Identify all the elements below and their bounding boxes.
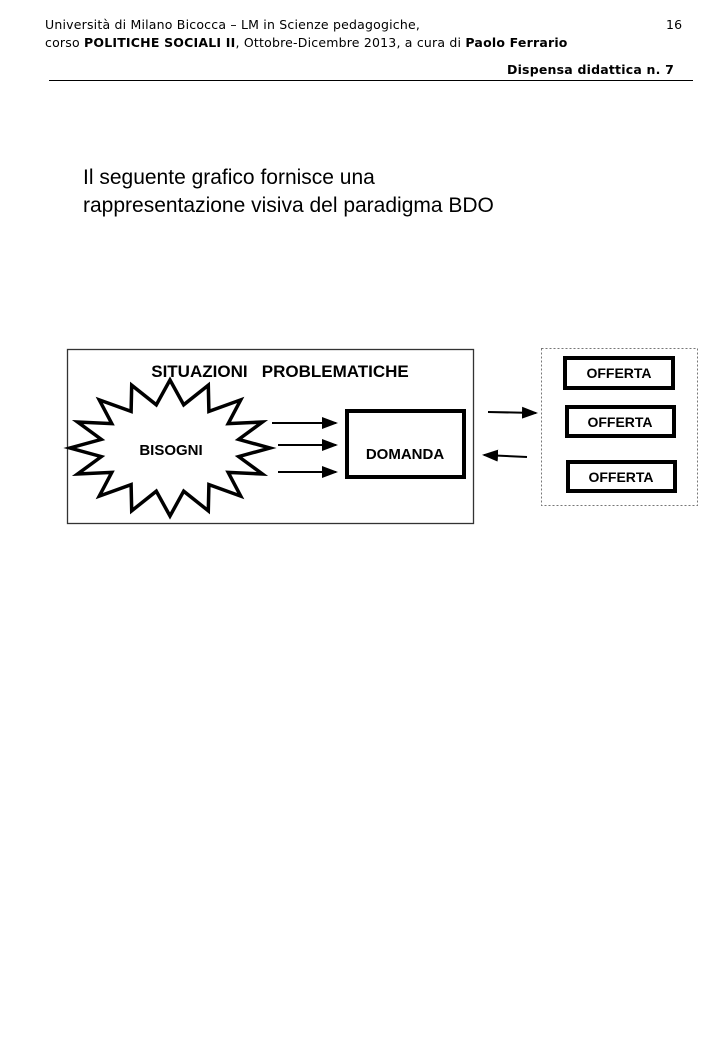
- intro-line-2: rappresentazione visiva del paradigma BD…: [83, 194, 494, 217]
- page-number: 16: [666, 17, 683, 32]
- author-name: Paolo Ferrario: [465, 35, 568, 50]
- offerta-label: OFFERTA: [587, 414, 652, 430]
- header-prefix: corso: [45, 35, 84, 50]
- domanda-label: DOMANDA: [366, 446, 444, 463]
- offerta-box-3: OFFERTA: [566, 460, 677, 493]
- offerta-label: OFFERTA: [588, 469, 653, 485]
- offerta-box-2: OFFERTA: [565, 405, 676, 438]
- intro-paragraph: Il seguente grafico fornisce una rappres…: [83, 164, 494, 220]
- header-rule: [49, 80, 693, 81]
- bisogni-starburst: [63, 376, 277, 520]
- domanda-box: [345, 409, 466, 479]
- course-name: POLITICHE SOCIALI II: [84, 35, 236, 50]
- header-mid: , Ottobre-Dicembre 2013, a cura di: [235, 35, 466, 50]
- bisogni-label: BISOGNI: [139, 442, 202, 459]
- situazioni-frame: [66, 348, 475, 525]
- arrow-offerta-domanda: [482, 449, 528, 462]
- situazioni-title: SITUAZIONI PROBLEMATICHE: [151, 362, 409, 381]
- dispensa-label: Dispensa didattica n. 7: [507, 62, 674, 77]
- header-line-1: Università di Milano Bicocca – LM in Sci…: [45, 17, 421, 32]
- arrow-domanda-offerta: [487, 406, 538, 419]
- intro-line-1: Il seguente grafico fornisce una: [83, 166, 375, 189]
- header-line-2: corso POLITICHE SOCIALI II, Ottobre-Dice…: [45, 35, 568, 50]
- offerta-box-1: OFFERTA: [563, 356, 675, 390]
- offerta-label: OFFERTA: [586, 365, 651, 381]
- offerta-frame: [541, 348, 698, 506]
